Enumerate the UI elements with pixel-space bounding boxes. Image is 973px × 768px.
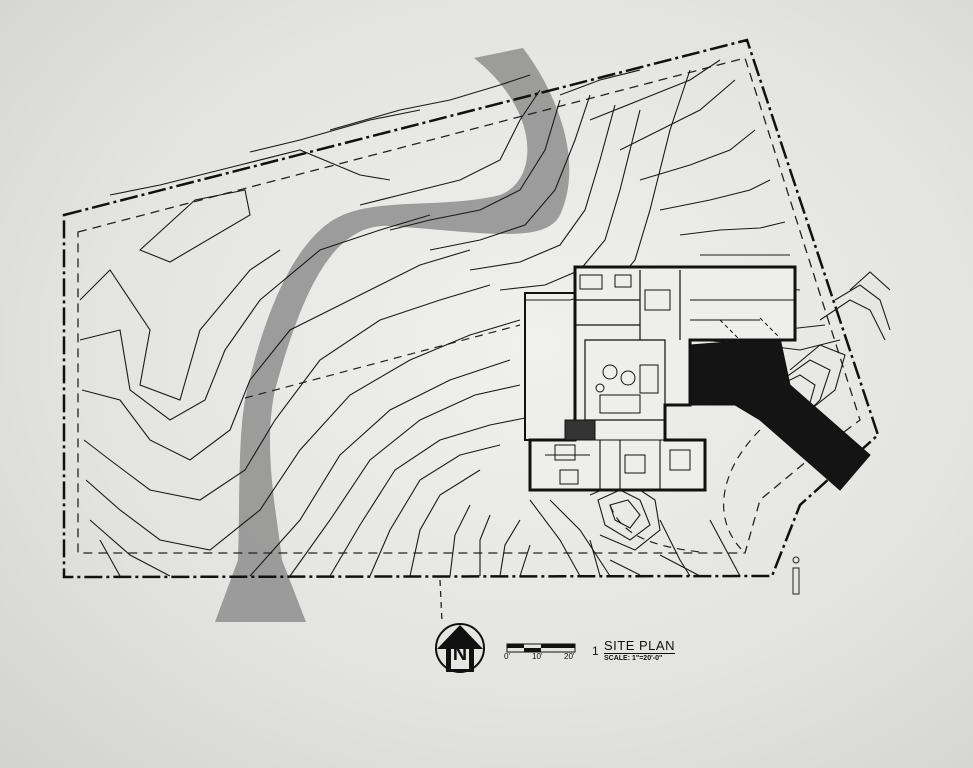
- building-footprint: [524, 265, 797, 492]
- drawing-title: SITE PLAN: [604, 638, 675, 654]
- dashed-guide: [439, 579, 443, 623]
- scale-bar-graphic: [506, 643, 576, 653]
- property-line: [62, 38, 880, 579]
- legend-block: N 0' 10' 20' 1 SITE PLAN SCALE: 1"=20'-0…: [430, 618, 730, 678]
- drawing-scale: SCALE: 1"=20'-0": [604, 655, 663, 662]
- scale-tick: 0': [504, 652, 510, 661]
- dashed-guide: [244, 324, 521, 399]
- drawing-number: 1: [592, 644, 599, 658]
- utility-marker: [792, 567, 800, 595]
- scale-tick: 10': [532, 652, 543, 661]
- dashed-guide: [723, 429, 761, 554]
- scale-bar: 0' 10' 20': [504, 642, 578, 672]
- setback-line: [77, 57, 861, 554]
- utility-marker: [792, 556, 800, 564]
- north-arrow-icon: [435, 623, 485, 673]
- dashed-guide: [609, 504, 701, 553]
- driveway: [689, 337, 871, 491]
- north-arrow: N: [434, 622, 486, 674]
- north-label: N: [452, 643, 468, 665]
- walking-path: [215, 48, 570, 622]
- scale-tick: 20': [564, 652, 575, 661]
